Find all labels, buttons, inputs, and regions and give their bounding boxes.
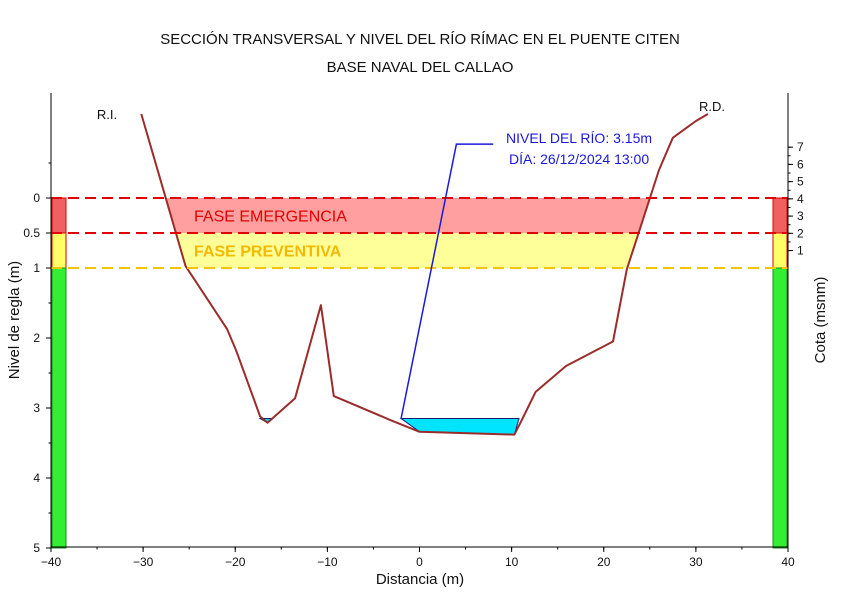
- left-tick-label-5: 4: [33, 471, 40, 485]
- x-tick-label-3: −10: [317, 555, 338, 569]
- left-tick-label-0: 0: [33, 191, 40, 205]
- right-tick-label-4: 5: [797, 175, 804, 189]
- x-tick-label-5: 10: [505, 555, 519, 569]
- left-axis-label: Nivel de regla (m): [6, 261, 23, 379]
- right-bank-label: R.D.: [699, 99, 725, 114]
- zone-label-1: FASE PREVENTIVA: [194, 244, 342, 261]
- chart-subtitle: BASE NAVAL DEL CALLAO: [327, 59, 514, 76]
- right-tick-label-2: 3: [797, 209, 804, 223]
- annotation-level-text: NIVEL DEL RÍO: 3.15m: [506, 130, 652, 146]
- x-axis-label: Distancia (m): [376, 571, 464, 588]
- side-bar-1-0: [51, 232, 67, 269]
- left-tick-label-3: 2: [33, 331, 40, 345]
- x-tick-label-7: 30: [689, 555, 703, 569]
- side-level-bars: [51, 197, 788, 549]
- right-tick-label-1: 2: [797, 226, 804, 240]
- left-tick-label-4: 3: [33, 401, 40, 415]
- x-tick-label-4: 0: [416, 555, 423, 569]
- right-axis-label: Cota (msnm): [812, 277, 829, 364]
- zone-label-0: FASE EMERGENCIA: [194, 209, 347, 226]
- right-tick-label-6: 7: [797, 140, 804, 154]
- left-tick-label-6: 5: [33, 541, 40, 555]
- right-tick-label-5: 6: [797, 157, 804, 171]
- x-tick-label-0: −40: [41, 555, 62, 569]
- normal-bar-0: [51, 267, 67, 549]
- x-tick-label-8: 40: [781, 555, 795, 569]
- left-bank-label: R.I.: [97, 107, 117, 122]
- chart-title: SECCIÓN TRANSVERSAL Y NIVEL DEL RÍO RÍMA…: [160, 31, 680, 48]
- zone-band-0: [141, 198, 708, 233]
- right-tick-label-0: 1: [797, 244, 804, 258]
- annotation-date-text: DÍA: 26/12/2024 13:00: [509, 151, 649, 167]
- side-bar-0-0: [51, 197, 67, 234]
- x-tick-label-1: −30: [133, 555, 154, 569]
- left-tick-label-2: 1: [33, 261, 40, 275]
- terrain-profile: [140, 113, 709, 436]
- right-tick-label-3: 4: [797, 192, 804, 206]
- normal-bar-1: [772, 267, 788, 549]
- side-bar-1-1: [772, 232, 788, 269]
- axes: −40 −30 −20 −10 0 10 20 30 40 0 0.5 1 2 3 4 5 1 2 3 4 5 6 7: [23, 93, 804, 569]
- terrain-profile-line: [140, 113, 709, 436]
- x-tick-label-6: 20: [597, 555, 611, 569]
- side-bar-0-1: [772, 197, 788, 234]
- annotation-leader-line: [400, 143, 494, 419]
- x-tick-label-2: −20: [225, 555, 246, 569]
- threshold-lines: [51, 197, 788, 269]
- water-fill: [258, 418, 520, 436]
- threshold-zones: FASE EMERGENCIA FASE PREVENTIVA: [141, 198, 708, 268]
- zone-band-1: [141, 233, 708, 268]
- left-tick-label-1: 0.5: [23, 226, 40, 240]
